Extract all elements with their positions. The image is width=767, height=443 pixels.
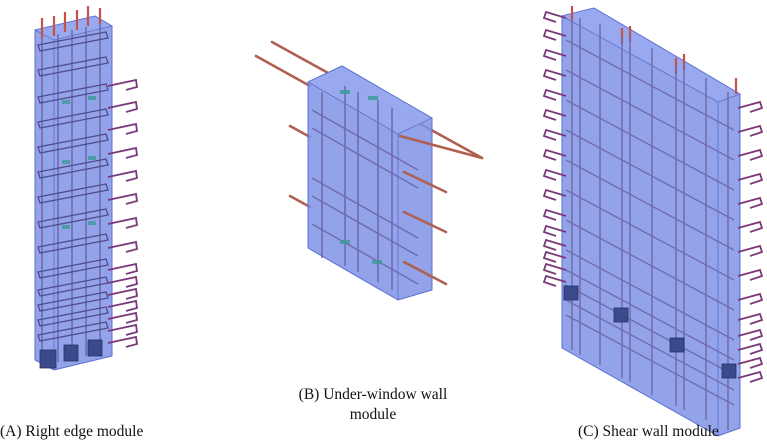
panel-c-shear-wall-module bbox=[542, 6, 764, 437]
panel-a-right-edge-module bbox=[33, 6, 139, 371]
panel-c-left-hook-bars bbox=[542, 10, 567, 287]
panel-c-top-face bbox=[560, 7, 741, 103]
panel-c-bottom-couplers bbox=[563, 285, 737, 379]
panel-a-bottom-couplers bbox=[39, 339, 103, 369]
panel-a-hook-bars bbox=[107, 78, 139, 348]
panel-c-concrete-block bbox=[561, 7, 741, 437]
panel-b-vertical-rebars bbox=[321, 86, 393, 290]
panel-b-horizontal-rebars bbox=[311, 109, 419, 285]
panel-c-right-hook-bars bbox=[737, 100, 764, 383]
panel-a-stirrups bbox=[37, 31, 109, 342]
panel-b-long-bars-front bbox=[398, 134, 484, 286]
panel-c-horizontal-rebars bbox=[565, 39, 735, 406]
panel-a-connectors bbox=[62, 96, 96, 229]
caption-panel-b: (B) Under-window wall module bbox=[298, 386, 448, 423]
caption-panel-c: (C) Shear wall module bbox=[578, 423, 719, 440]
caption-panel-a: (A) Right edge module bbox=[0, 423, 144, 440]
panel-b-under-window-wall-module bbox=[254, 40, 484, 301]
panel-a-starter-bars bbox=[40, 6, 102, 38]
panel-b-connectors bbox=[340, 90, 382, 264]
